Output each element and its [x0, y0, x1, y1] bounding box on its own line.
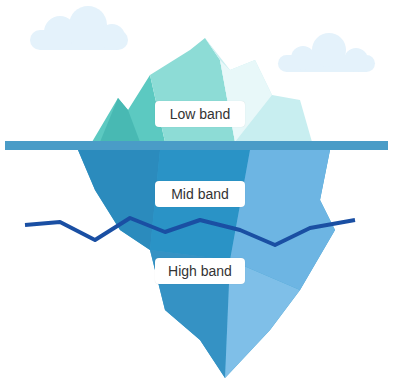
- iceberg-underwater: [78, 150, 335, 378]
- band-label: High band: [168, 263, 232, 280]
- ice-body: [78, 150, 335, 378]
- band-label: Low band: [170, 106, 231, 123]
- ice-facet: [78, 150, 160, 250]
- band-label-box: Low band: [155, 101, 245, 127]
- cloud-part: [344, 48, 368, 72]
- band-label-box: Mid band: [155, 181, 245, 207]
- cloud-right: [278, 33, 375, 72]
- iceberg-tip: [92, 38, 312, 142]
- ice-facet: [100, 98, 140, 142]
- band-label: Mid band: [171, 186, 229, 203]
- cloud-part: [291, 46, 315, 70]
- cloud-left: [30, 6, 128, 50]
- cloud-part: [312, 33, 346, 67]
- band-label-box: High band: [155, 258, 245, 284]
- water-line: [5, 141, 388, 150]
- cloud-part: [99, 24, 125, 50]
- wave-line: [25, 218, 355, 245]
